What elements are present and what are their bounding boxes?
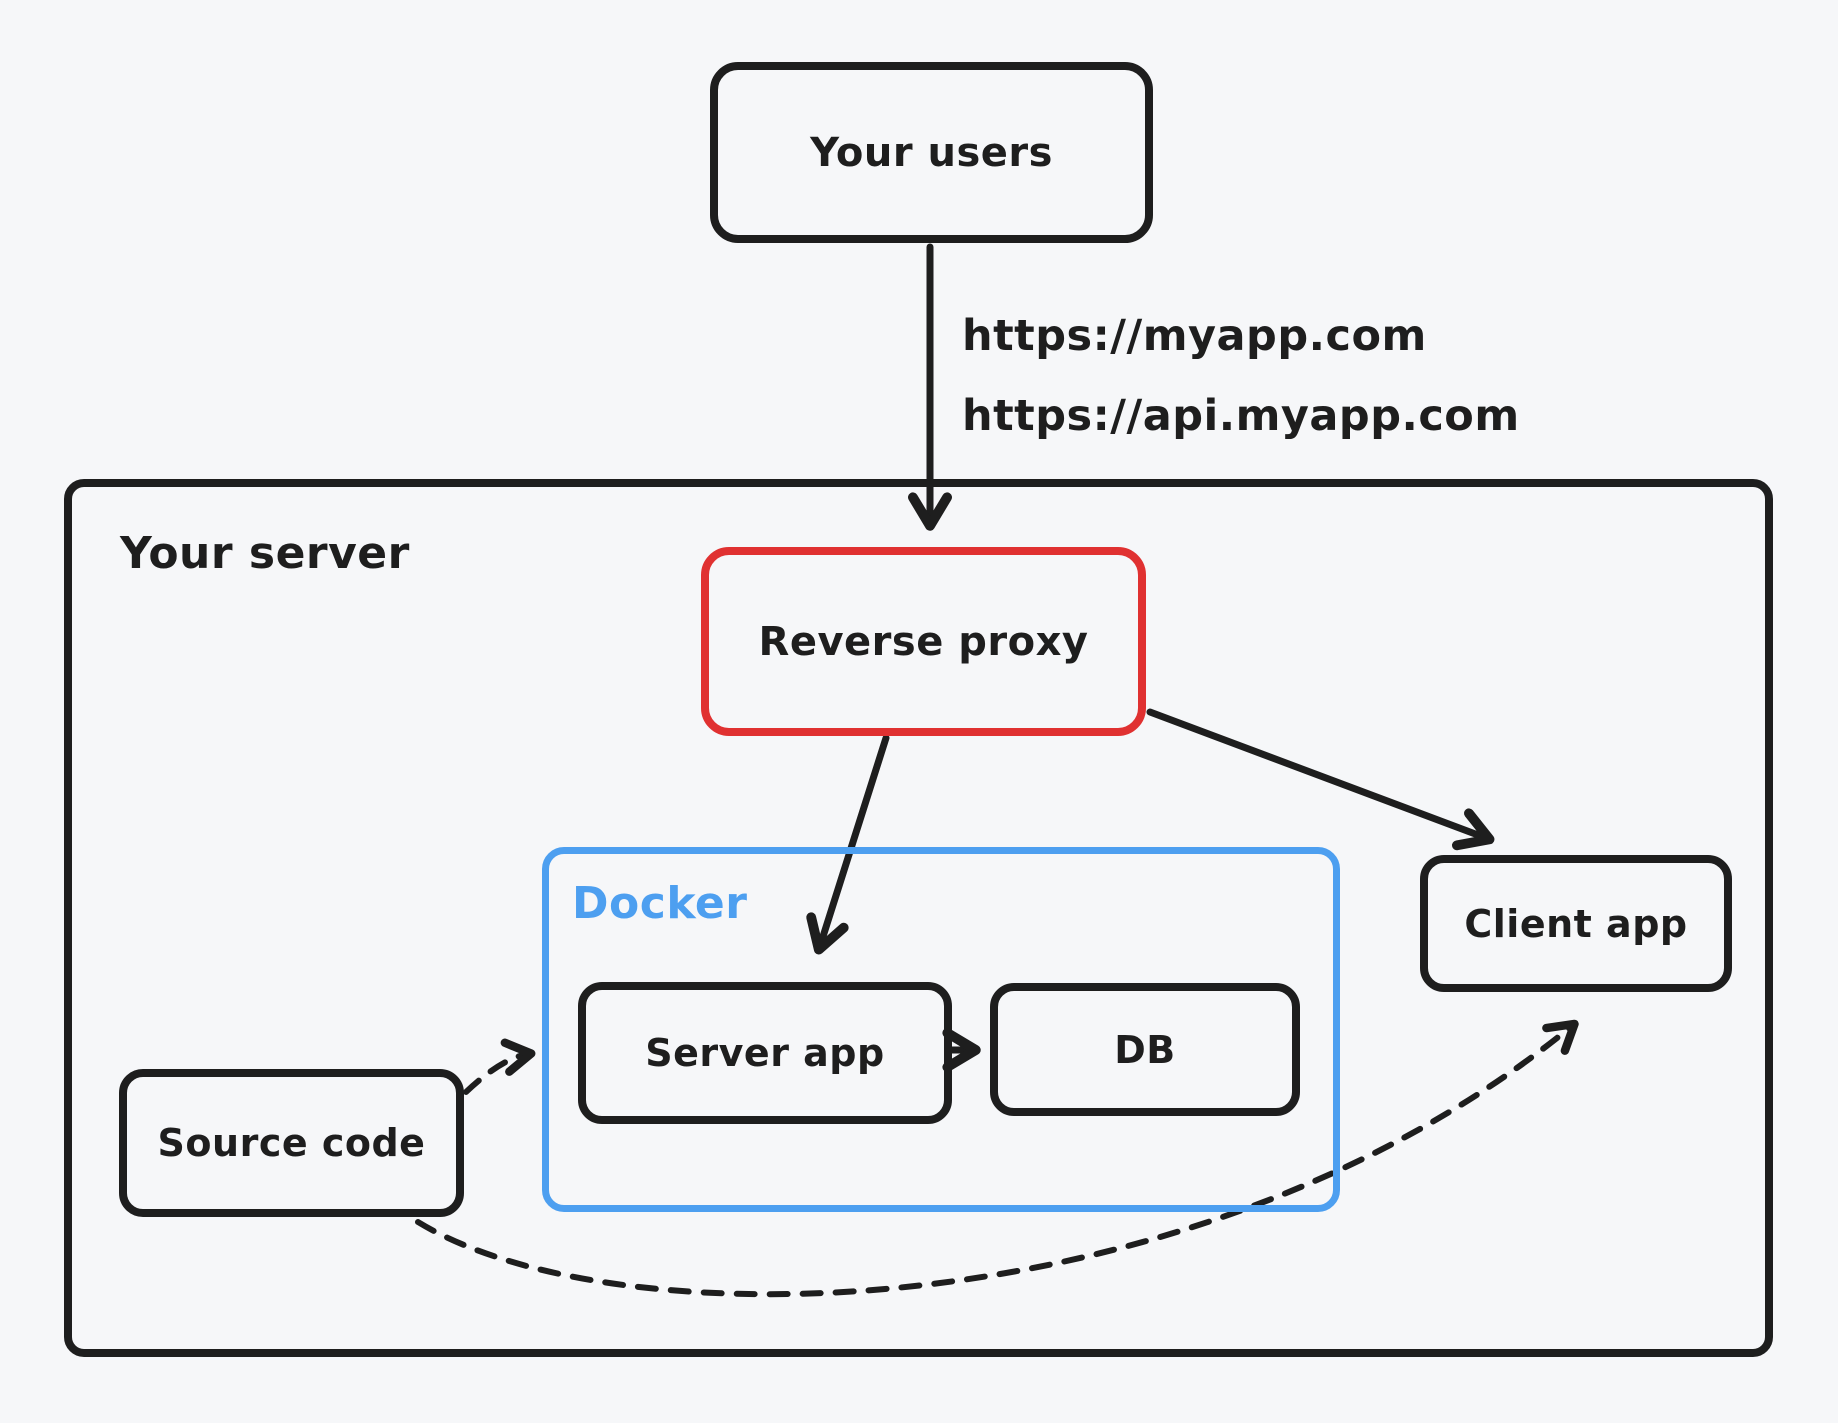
node-db: DB <box>990 983 1300 1116</box>
client-app-label: Client app <box>1464 901 1688 946</box>
node-your-users: Your users <box>710 62 1153 243</box>
node-docker-container <box>542 847 1340 1212</box>
source-code-label: Source code <box>157 1121 426 1165</box>
node-server-app: Server app <box>578 982 952 1124</box>
server-app-label: Server app <box>645 1031 885 1075</box>
request-url-line-2: https://api.myapp.com <box>962 391 1520 441</box>
node-reverse-proxy: Reverse proxy <box>701 547 1146 736</box>
node-your-server <box>64 479 1773 1357</box>
request-url-line-1: https://myapp.com <box>962 311 1427 361</box>
node-source-code: Source code <box>119 1069 464 1217</box>
docker-label: Docker <box>572 878 748 929</box>
request-urls-label: https://myapp.com https://api.myapp.com <box>962 296 1520 456</box>
reverse-proxy-label: Reverse proxy <box>758 618 1089 665</box>
your-server-label: Your server <box>120 528 410 579</box>
db-label: DB <box>1114 1027 1176 1072</box>
your-users-label: Your users <box>810 129 1053 176</box>
node-client-app: Client app <box>1420 855 1732 992</box>
